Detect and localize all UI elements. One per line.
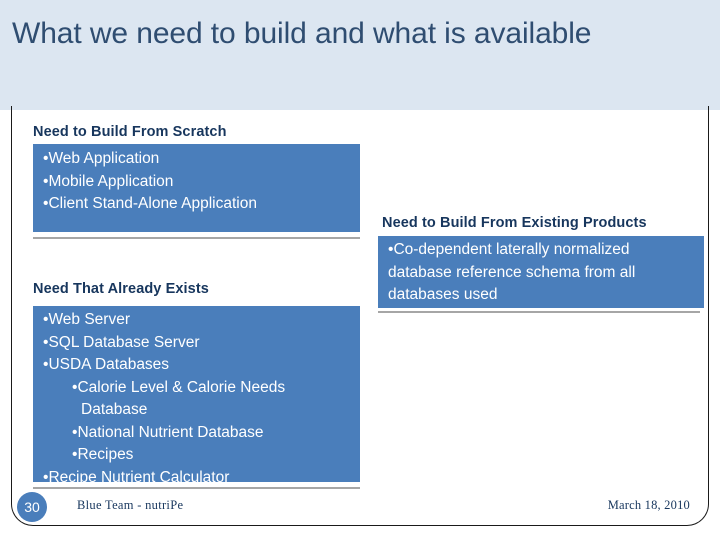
separator-line xyxy=(378,311,700,313)
bullet-item: •Recipe Nutrient Calculator xyxy=(33,467,354,490)
bullet-text: National Nutrient Database xyxy=(77,423,264,441)
bullet-glyph: • xyxy=(72,378,78,396)
block-heading-need-that-already-exists: Need That Already Exists xyxy=(33,281,209,297)
bullet-text: Mobile Application xyxy=(48,172,174,190)
bullet-item: •Web Server xyxy=(33,309,354,332)
bullet-text: Calorie Level & Calorie Needs Database xyxy=(77,378,286,419)
bullet-text: Client Stand-Alone Application xyxy=(48,195,257,212)
title-band xyxy=(0,0,720,110)
bullet-item-sub: •Calorie Level & Calorie Needs Database xyxy=(33,377,354,422)
bullet-text: USDA Databases xyxy=(48,356,170,373)
content-box-need-that-already-exists: •Web Server •SQL Database Server •USDA D… xyxy=(33,306,360,486)
bullet-text: Recipes xyxy=(77,446,134,463)
bullet-item-sub: •National Nutrient Database xyxy=(33,422,354,445)
bullet-glyph: • xyxy=(43,333,49,351)
bullet-glyph: • xyxy=(43,356,49,373)
bullet-item: •Co-dependent laterally normalized datab… xyxy=(378,239,694,307)
bullet-text: Co-dependent laterally normalized databa… xyxy=(388,241,636,303)
bullet-item: •Web Application xyxy=(33,148,352,171)
bullet-glyph: • xyxy=(43,172,49,190)
bullet-glyph: • xyxy=(43,150,49,167)
bullet-glyph: • xyxy=(43,195,49,212)
page-title: What we need to build and what is availa… xyxy=(12,17,592,50)
separator-line xyxy=(33,237,360,239)
separator-line xyxy=(33,487,360,489)
bullet-glyph: • xyxy=(43,311,49,328)
bullet-glyph: • xyxy=(388,241,394,258)
footer-team-label: Blue Team - nutriPe xyxy=(77,498,184,512)
content-box-need-to-build-from-scratch: •Web Application •Mobile Application •Cl… xyxy=(33,144,360,232)
bullet-text: Web Application xyxy=(48,150,160,167)
bullet-text: Web Server xyxy=(48,311,130,328)
bullet-glyph: • xyxy=(72,446,78,463)
slide-number-badge: 30 xyxy=(17,492,47,522)
block-heading-need-to-build-from-scratch: Need to Build From Scratch xyxy=(33,124,227,140)
bullet-item: •USDA Databases xyxy=(33,354,354,377)
block-heading-need-to-build-from-existing-products: Need to Build From Existing Products xyxy=(382,215,647,231)
bullet-item: •Mobile Application xyxy=(33,171,352,194)
content-box-need-to-build-from-existing-products: •Co-dependent laterally normalized datab… xyxy=(378,236,704,308)
bullet-glyph: • xyxy=(43,468,49,486)
bullet-text: Recipe Nutrient Calculator xyxy=(48,468,230,486)
bullet-text: SQL Database Server xyxy=(48,333,200,351)
bullet-glyph: • xyxy=(72,423,78,441)
bullet-item: •SQL Database Server xyxy=(33,332,354,355)
bullet-item-sub: •Recipes xyxy=(33,444,354,467)
bullet-item: •Client Stand-Alone Application xyxy=(33,193,352,216)
footer-date-label: March 18, 2010 xyxy=(607,498,690,512)
